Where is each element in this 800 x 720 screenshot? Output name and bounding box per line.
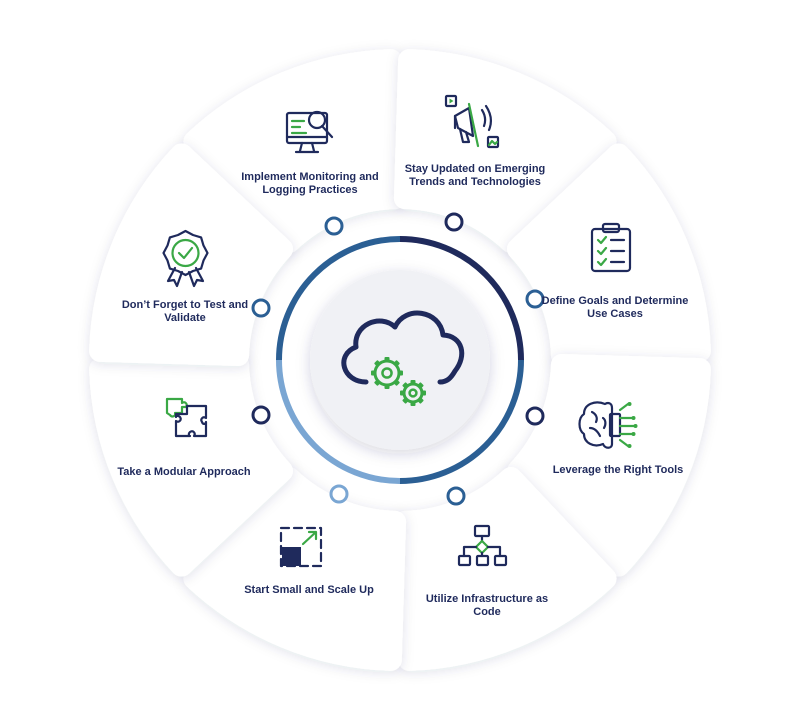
- connector-dot: [446, 486, 466, 506]
- segment-label-modular: Take a Modular Approach: [117, 466, 251, 478]
- connector-dot: [525, 289, 545, 309]
- clipboard-checklist-icon: [590, 222, 632, 273]
- segment-label-trends: Stay Updated on Emerging Trends and Tech…: [404, 163, 546, 188]
- segment-card: [89, 353, 294, 577]
- connector-dot: [525, 406, 545, 426]
- connector-dot: [444, 212, 464, 232]
- segment-card: [393, 466, 617, 671]
- segment-card: [506, 353, 711, 577]
- segment-dots: [251, 212, 545, 506]
- connector-dot: [324, 216, 344, 236]
- segment-card: [183, 466, 407, 671]
- segment-label-goals: Define Goals and Determine Use Cases: [541, 295, 689, 320]
- segment-card: [506, 143, 711, 367]
- segment-label-test: Don’t Forget to Test and Validate: [121, 299, 249, 324]
- segment-card: [183, 49, 407, 254]
- megaphone-icon: [444, 94, 500, 149]
- monitor-magnifier-icon: [285, 110, 334, 154]
- check-badge-icon: [162, 229, 209, 288]
- scale-up-icon: [279, 526, 323, 568]
- gear-icon: [400, 380, 426, 406]
- flowchart-icon: [457, 524, 508, 567]
- gear-icon: [371, 357, 403, 389]
- brain-circuit-icon: [578, 401, 638, 449]
- puzzle-icon: [165, 397, 208, 438]
- segment-label-start-small: Start Small and Scale Up: [244, 584, 374, 596]
- cloud-gears-icon: [341, 310, 465, 406]
- segment-label-monitoring: Implement Monitoring and Logging Practic…: [241, 171, 379, 196]
- ring-arc: [399, 236, 524, 361]
- center-ring: [265, 225, 535, 495]
- ring-arc: [276, 236, 401, 361]
- segment-icons: [162, 94, 638, 568]
- ring-arc: [276, 359, 401, 484]
- segment-label-iac: Utilize Infrastructure as Code: [425, 593, 549, 618]
- segment-cards: [89, 49, 711, 671]
- segment-card: [89, 143, 294, 367]
- connector-dot: [251, 405, 271, 425]
- ring-arc: [399, 359, 524, 484]
- connector-dot: [329, 484, 349, 504]
- center-disc: [310, 270, 490, 450]
- connector-dot: [251, 298, 271, 318]
- segment-label-tools: Leverage the Right Tools: [552, 464, 684, 476]
